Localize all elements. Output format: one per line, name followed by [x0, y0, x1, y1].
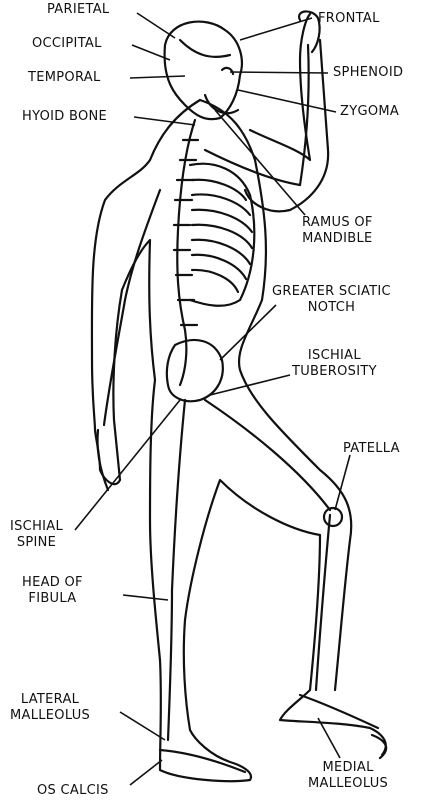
foot-back [160, 750, 245, 772]
patella-bone [324, 508, 342, 526]
arm-outline [250, 14, 310, 160]
pelvis [167, 340, 223, 401]
leader-patella [335, 455, 350, 510]
label-occipital: OCCIPITAL [32, 36, 102, 52]
leader-sphenoid [230, 72, 328, 73]
label-hyoid-bone: HYOID BONE [22, 109, 107, 125]
label-zygoma: ZYGOMA [340, 104, 399, 120]
label-frontal: FRONTAL [318, 11, 380, 27]
label-temporal: TEMPORAL [28, 70, 100, 86]
leader-ischial-spine [75, 400, 180, 530]
tibia-back [168, 590, 172, 740]
label-patella: PATELLA [343, 441, 400, 457]
leader-fibula [123, 595, 168, 600]
femur-front [205, 400, 330, 510]
humerus-back [125, 190, 160, 300]
back-outline [200, 100, 351, 690]
leader-temporal [130, 76, 185, 78]
femur-back [172, 400, 185, 590]
arm-outline-2 [245, 40, 328, 211]
leader-zygoma [238, 90, 336, 112]
leader-sciatic [220, 305, 276, 360]
leader-lateral-malleolus [120, 712, 165, 740]
label-os-calcis: OS CALCIS [37, 783, 109, 799]
skull-suture [180, 40, 230, 57]
label-sphenoid: SPHENOID [333, 65, 403, 81]
eye-socket [222, 68, 233, 74]
rib-cage [190, 164, 254, 306]
label-parietal: PARIETAL [47, 2, 109, 18]
leader-lines [75, 13, 350, 785]
leader-parietal [137, 13, 175, 38]
ribs [192, 180, 252, 292]
body-outline [92, 100, 386, 781]
leader-os-calcis [130, 760, 162, 785]
leader-hyoid [134, 117, 195, 125]
